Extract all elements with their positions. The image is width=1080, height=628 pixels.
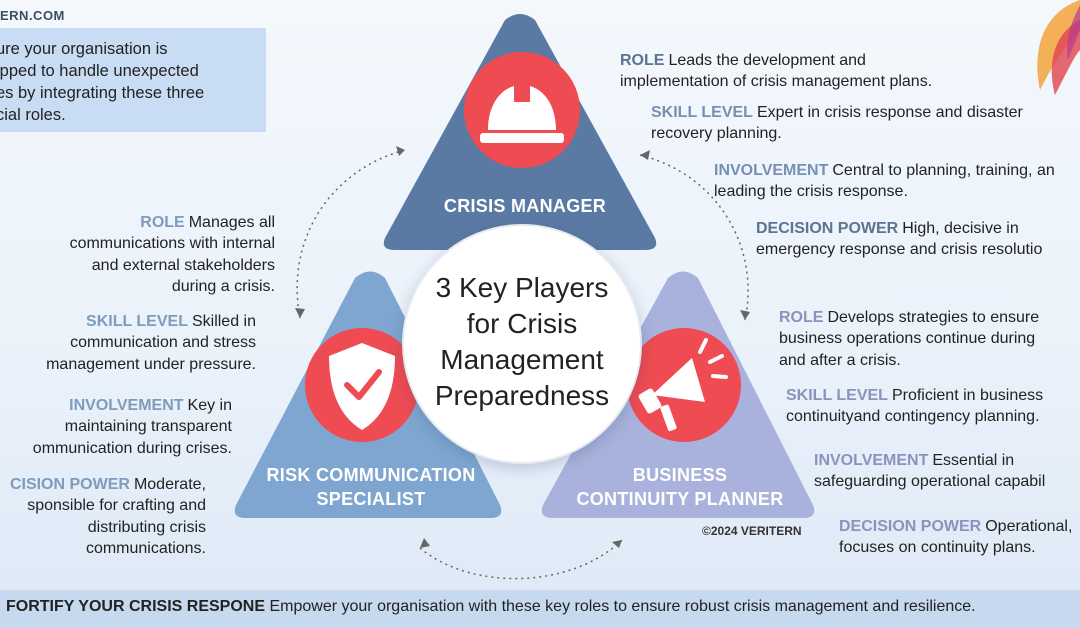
center-title: 3 Key Players for Crisis Management Prep… [434,272,610,411]
skill-key: SKILL LEVEL [651,103,753,121]
role-text: Leads the development and implementation… [620,51,933,91]
skill-key: SKILL LEVEL [86,312,188,330]
involvement-text: Key in maintaining transparent ommunicat… [32,396,232,457]
role-text: Manages all communications with internal… [69,213,275,296]
footer-bar: FORTIFY YOUR CRISIS RESPONE Empower your… [0,590,1080,628]
business-continuity-label-line2: CONTINUITY PLANNER [576,489,784,509]
footer-key: FORTIFY YOUR CRISIS RESPONE [6,598,266,615]
decision-key: DECISION POWER [756,219,899,237]
involvement-key: INVOLVEMENT [69,396,184,414]
role-key: ROLE [140,213,185,231]
decision-text: Moderate, sponsible for crafting and dis… [27,475,206,558]
role-text: Develops strategies to ensure business o… [779,308,1040,369]
intro-box: ure your organisation is ipped to handle… [0,28,266,132]
role-key: ROLE [620,51,665,69]
risk-communication-label-line2: SPECIALIST [316,489,426,509]
skill-text: Skilled in communication and stress mana… [46,312,256,373]
hard-hat-icon [464,52,580,168]
involvement-text: Central to planning, training, an leadin… [714,161,1055,201]
risk-communication-label-line1: RISK COMMUNICATION [266,465,476,485]
cycle-arrow-bottom [419,539,623,580]
site-name: ERN.COM [0,8,65,23]
decision-key: CISION POWER [9,475,130,493]
decorative-leaf-graphic [1037,0,1080,95]
involvement-key: INVOLVEMENT [714,161,829,179]
shield-check-icon [305,328,419,442]
center-circle [402,224,642,464]
cycle-arrow-left [296,149,406,319]
decision-key: DECISION POWER [839,517,982,535]
crisis-manager-label: CRISIS MANAGER [443,196,607,216]
role-key: ROLE [779,308,824,326]
skill-key: SKILL LEVEL [786,386,888,404]
footer-text: FORTIFY YOUR CRISIS RESPONE Empower your… [6,598,976,616]
decision-text: High, decisive in emergency response and… [756,219,1043,259]
business-continuity-label-line1: BUSINESS [632,465,728,485]
intro-text: ure your organisation is ipped to handle… [0,40,205,124]
footer-body: Empower your organisation with these key… [269,598,976,615]
copyright: ©2024 VERITERN [702,524,802,538]
megaphone-icon [627,328,741,442]
involvement-text: Essential in safeguarding operational ca… [814,451,1046,491]
decision-text: Operational, focuses on continuity plans… [839,517,1073,557]
involvement-key: INVOLVEMENT [814,451,929,469]
skill-text: Proficient in business continuityand con… [786,386,1044,426]
skill-text: Expert in crisis response and disaster r… [651,103,1023,143]
